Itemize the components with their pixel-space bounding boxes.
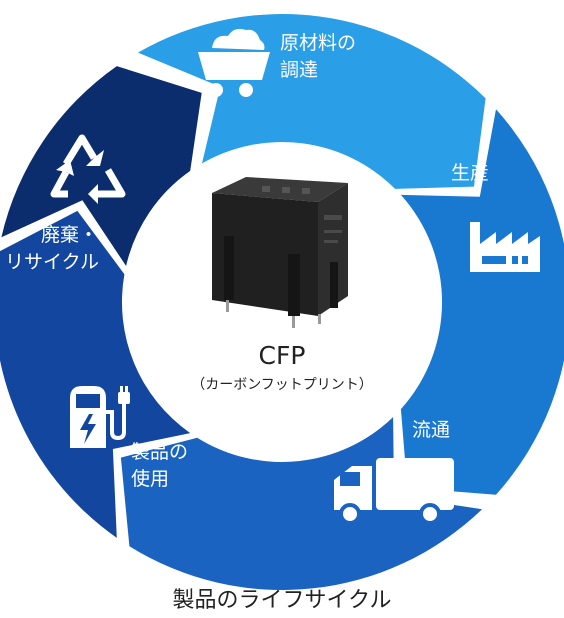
mine-cart-icon bbox=[198, 28, 270, 97]
recycle-icon bbox=[50, 134, 126, 204]
stage-disposal-label: 廃棄・ リサイクル bbox=[5, 224, 100, 273]
ev-charger-icon bbox=[70, 386, 130, 448]
lifecycle-caption: 製品のライフサイクル bbox=[172, 588, 392, 613]
stage-segment-production bbox=[400, 109, 564, 495]
cfp-title: CFP bbox=[258, 341, 306, 370]
stage-production-label: 生産 bbox=[451, 162, 490, 184]
truck-icon bbox=[334, 458, 454, 525]
stage-segment-disposal bbox=[1, 66, 202, 266]
stage-distribution-label: 流通 bbox=[412, 419, 451, 441]
stage-segment-use bbox=[0, 210, 191, 538]
stage-use-label: 製品の 使用 bbox=[131, 441, 189, 490]
relay-icon bbox=[212, 177, 348, 328]
stage-procurement-label: 原材料の 調達 bbox=[280, 32, 357, 81]
cfp-subtitle: （カーボンフットプリント） bbox=[191, 377, 373, 393]
factory-icon bbox=[470, 222, 540, 272]
